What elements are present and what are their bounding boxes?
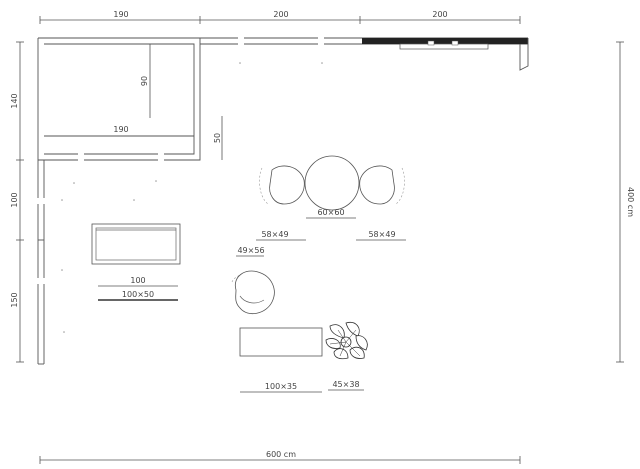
dining-chair-right bbox=[359, 165, 395, 205]
top-dim-label-3: 200 bbox=[432, 10, 447, 19]
plant-label: 45×38 bbox=[332, 380, 359, 389]
window-band bbox=[362, 38, 528, 44]
top-dimension-line: 190 200 200 bbox=[39, 10, 521, 24]
bottom-dim-label: 600 cm bbox=[266, 450, 296, 459]
lounge-chair-label: 49×56 bbox=[237, 246, 264, 255]
left-dimension-line: 140 100 150 bbox=[10, 41, 24, 363]
left-dim-label-3: 150 bbox=[10, 292, 19, 307]
top-dim-label-2: 200 bbox=[273, 10, 288, 19]
bottom-dimension-line: 600 cm bbox=[39, 450, 521, 464]
sideboard-size-label: 100×50 bbox=[122, 290, 154, 299]
plant-group: 45×38 bbox=[325, 321, 368, 391]
lounge-chair bbox=[234, 270, 275, 315]
chair-left-label: 58×49 bbox=[261, 230, 288, 239]
right-dim-label: 400 cm bbox=[626, 187, 635, 217]
round-table-label: 60×60 bbox=[317, 208, 344, 217]
dining-set: 60×60 58×49 58×49 bbox=[256, 155, 406, 241]
post-height-label: 50 bbox=[213, 133, 222, 143]
dining-chair-left bbox=[269, 165, 305, 205]
right-dimension-line: 400 cm bbox=[616, 41, 635, 363]
alcove-height-label: 90 bbox=[140, 76, 149, 86]
bench-label: 100×35 bbox=[265, 382, 297, 391]
round-table bbox=[304, 155, 360, 211]
sideboard bbox=[91, 223, 181, 265]
alcove-dimensions: 90 190 50 bbox=[44, 44, 223, 160]
sideboard-length-label: 100 bbox=[130, 276, 145, 285]
left-dim-label-1: 140 bbox=[10, 93, 19, 108]
bench-group: 100×35 bbox=[239, 327, 323, 393]
alcove-width-label: 190 bbox=[113, 125, 128, 134]
sideboard-group: 100 100×50 bbox=[91, 223, 181, 301]
left-dim-label-2: 100 bbox=[10, 192, 19, 207]
plant-icon bbox=[325, 321, 368, 360]
lounge-chair-group: 49×56 bbox=[231, 246, 275, 315]
top-dim-label-1: 190 bbox=[113, 10, 128, 19]
window-sill bbox=[399, 43, 489, 50]
chair-right-label: 58×49 bbox=[368, 230, 395, 239]
bench bbox=[239, 327, 323, 357]
walls bbox=[37, 37, 529, 365]
